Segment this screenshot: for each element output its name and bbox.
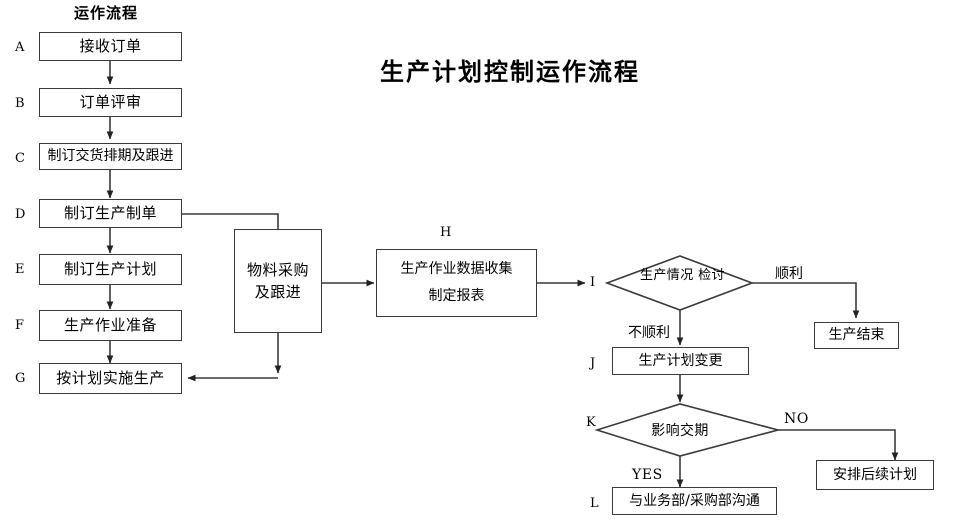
- step-letter-b: B: [15, 96, 25, 111]
- node-a-receive-order[interactable]: 接收订单: [39, 32, 182, 61]
- node-c-line1: 制订交货排期及跟进: [47, 148, 174, 165]
- node-material-line1: 物料采购: [246, 260, 309, 279]
- step-letter-j: J: [590, 356, 596, 371]
- step-letter-e: E: [15, 262, 25, 277]
- node-d-production-order[interactable]: 制订生产制单: [39, 199, 182, 228]
- node-k-affects-delivery[interactable]: 影响交期: [640, 423, 720, 441]
- step-letter-k: K: [586, 415, 596, 430]
- step-letter-a: A: [15, 40, 25, 55]
- node-arrange-follow-up[interactable]: 安排后续计划: [816, 460, 934, 490]
- node-h-line1: 生产作业数据收集: [400, 261, 513, 278]
- node-b-order-review[interactable]: 订单评审: [39, 88, 182, 117]
- column-header-text: 运作流程: [74, 4, 139, 22]
- node-g-execute-production[interactable]: 按计划实施生产: [39, 363, 182, 394]
- node-l-communicate[interactable]: 与业务部/采购部沟通: [612, 487, 777, 515]
- step-letter-h: H: [440, 225, 452, 240]
- node-k-line1: 影响交期: [651, 423, 709, 439]
- node-production-end[interactable]: 生产结束: [814, 322, 899, 349]
- node-follow-up-line1: 安排后续计划: [833, 466, 917, 483]
- node-l-line1: 与业务部/采购部沟通: [629, 492, 760, 509]
- node-production-end-line1: 生产结束: [828, 327, 885, 344]
- node-i-review-status[interactable]: 生产情况 检讨: [640, 268, 725, 284]
- edge-label-no: NO: [784, 411, 809, 427]
- node-i-line1: 生产情况: [640, 268, 694, 283]
- node-e-production-plan[interactable]: 制订生产计划: [39, 254, 182, 285]
- node-a-line1: 接收订单: [79, 36, 142, 55]
- node-material-procurement[interactable]: 物料采购 及跟进: [234, 229, 322, 333]
- step-letter-c: C: [15, 151, 25, 166]
- edge-label-smooth: 顺利: [775, 266, 803, 282]
- node-f-line1: 生产作业准备: [63, 315, 157, 334]
- node-j-plan-change[interactable]: 生产计划变更: [612, 347, 749, 375]
- node-e-line1: 制订生产计划: [63, 259, 157, 278]
- step-letter-g: G: [15, 371, 26, 386]
- node-c-delivery-schedule[interactable]: 制订交货排期及跟进: [39, 143, 182, 170]
- node-f-production-prep[interactable]: 生产作业准备: [39, 310, 182, 341]
- step-letter-d: D: [15, 207, 26, 222]
- node-d-line1: 制订生产制单: [63, 203, 157, 222]
- node-g-line1: 按计划实施生产: [56, 368, 165, 387]
- node-i-line2: 检讨: [698, 268, 725, 283]
- node-j-line1: 生产计划变更: [638, 352, 723, 369]
- edge-label-not-smooth: 不顺利: [628, 325, 670, 341]
- node-h-line2: 制定报表: [428, 288, 485, 304]
- node-material-line2: 及跟进: [254, 283, 302, 301]
- node-b-line1: 订单评审: [79, 92, 142, 111]
- page-title: 生产计划控制运作流程: [380, 58, 640, 86]
- step-letter-l: L: [590, 496, 599, 511]
- step-letter-f: F: [15, 318, 25, 333]
- node-h-data-collection[interactable]: 生产作业数据收集 制定报表: [376, 249, 537, 317]
- step-letter-i: I: [590, 275, 596, 290]
- edge-label-yes: YES: [632, 467, 663, 483]
